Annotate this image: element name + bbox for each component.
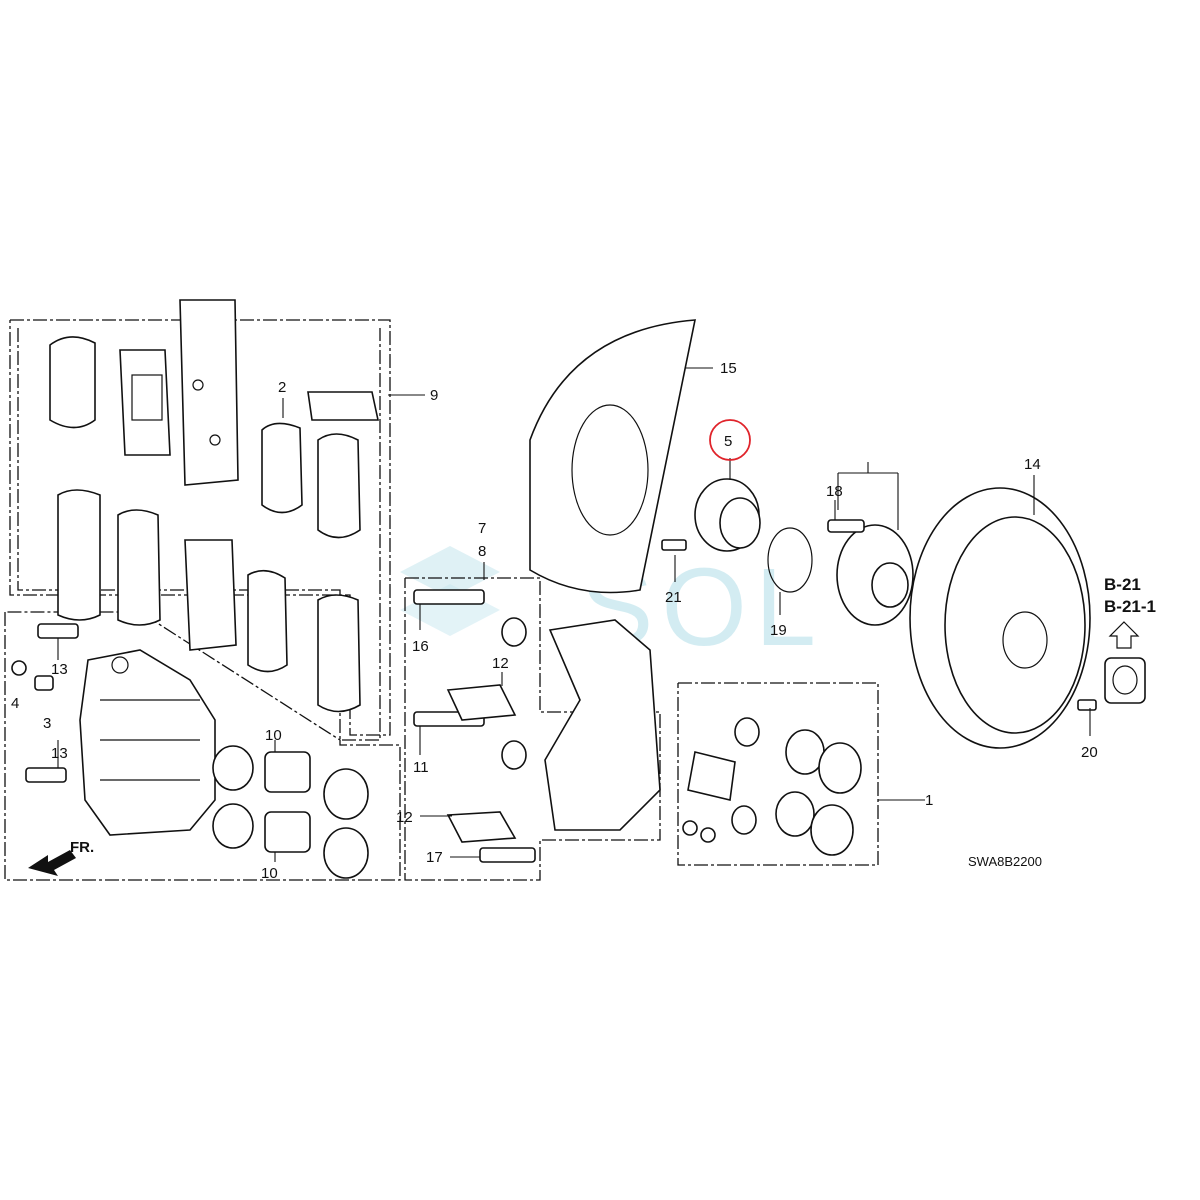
- hub: [827, 519, 914, 626]
- front-direction-arrow: FR.: [28, 839, 94, 876]
- callout-17: 17: [426, 849, 443, 866]
- caliper-bolts: [11, 623, 79, 783]
- lug-nut: [1104, 657, 1146, 704]
- brake-rotor: [909, 487, 1097, 749]
- ref-b21: B-21: [1104, 575, 1141, 594]
- callout-13-lower: 13: [51, 745, 68, 762]
- brake-pad-set-upper: [49, 299, 379, 539]
- group-box-7-8: [404, 577, 661, 881]
- caliper-bracket: [544, 619, 661, 831]
- group-box-pads: [17, 328, 381, 741]
- diagram-code: SWA8B2200: [968, 854, 1042, 869]
- kit-1-contents: [682, 717, 862, 856]
- callout-8: 8: [478, 543, 486, 560]
- guide-pins: [413, 589, 536, 863]
- callout-12-lower: 12: [396, 809, 413, 826]
- callout-12-upper: 12: [492, 655, 509, 672]
- caliper-body: [79, 649, 216, 836]
- wheel-bearing: [694, 478, 761, 552]
- callout-1: 1: [925, 792, 933, 809]
- screw-21: [661, 539, 687, 551]
- direction-label: FR.: [70, 839, 94, 856]
- callout-13-upper: 13: [51, 661, 68, 678]
- callout-10-upper: 10: [265, 727, 282, 744]
- callout-2: 2: [278, 379, 286, 396]
- callout-7: 7: [478, 520, 486, 537]
- callout-4: 4: [11, 695, 19, 712]
- callout-21: 21: [665, 589, 682, 606]
- ref-up-arrow: [1108, 621, 1140, 649]
- callout-9: 9: [430, 387, 438, 404]
- callout-19: 19: [770, 622, 787, 639]
- group-box-caliper: [4, 611, 401, 881]
- snap-ring: [767, 527, 813, 593]
- group-box-1: [677, 682, 879, 866]
- callout-10-lower: 10: [261, 865, 278, 882]
- brake-pad-set-lower: [57, 489, 361, 713]
- callout-11: 11: [413, 759, 429, 776]
- ref-b21-1: B-21-1: [1104, 597, 1156, 616]
- callout-16: 16: [412, 638, 429, 655]
- callout-18: 18: [826, 483, 843, 500]
- callout-3: 3: [43, 715, 51, 732]
- callout-20: 20: [1081, 744, 1098, 761]
- callout-5: 5: [724, 433, 732, 450]
- splash-shield: [529, 319, 696, 594]
- leader-lines: [57, 367, 1091, 862]
- highlight-circle: [709, 419, 751, 461]
- callout-15: 15: [720, 360, 737, 377]
- callout-labels: 1 2 3 4 5 7 8 9 10 10 11 12 12 13 13 14 …: [11, 360, 1098, 882]
- piston-seal-group: [212, 745, 369, 879]
- group-box-9: [9, 319, 391, 736]
- callout-14: 14: [1024, 456, 1041, 473]
